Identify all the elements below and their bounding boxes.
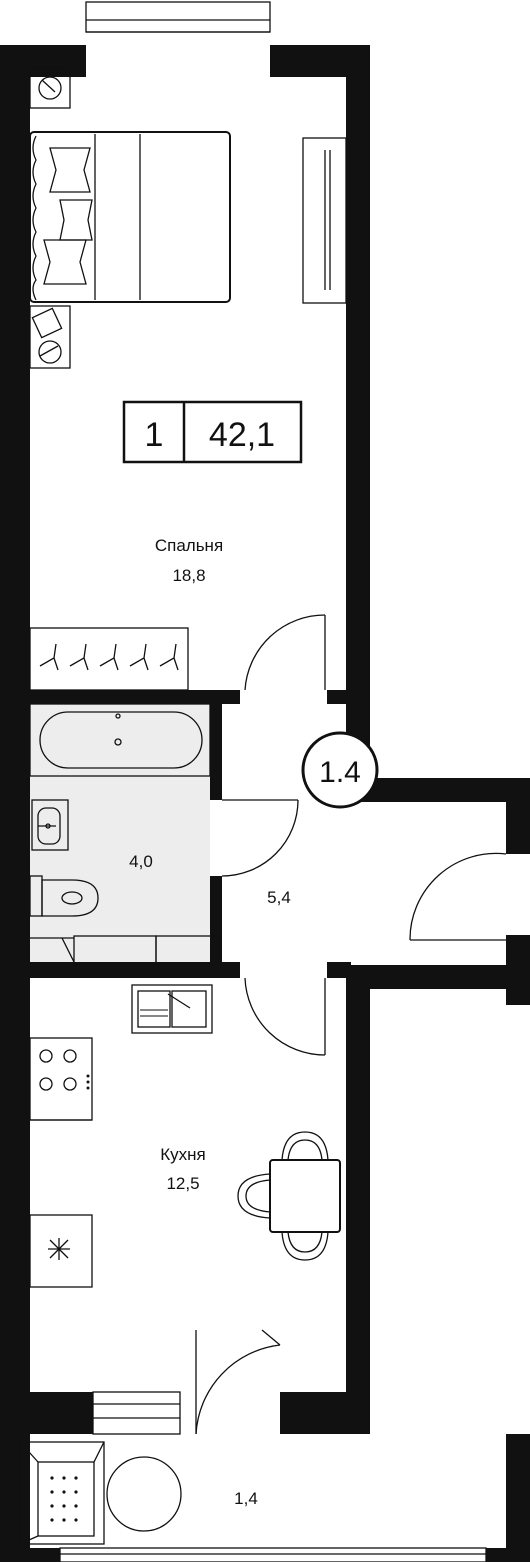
kitchen-name: Кухня [160,1145,206,1164]
apartment-code-badge: 1.4 [301,731,379,809]
kitchen-area: 12,5 [166,1174,199,1193]
balcony-area: 1,4 [234,1489,258,1508]
wardrobe-icon [29,627,189,691]
table-icon [269,1159,341,1233]
badge-code: 1.4 [319,756,361,789]
toilet-icon [41,879,99,917]
kitchen-sink-icon [131,984,213,1034]
total-area: 42,1 [209,416,275,454]
apartment-summary: 1 42,1 [122,400,303,464]
bedroom-furniture [29,67,347,691]
bathroom-area [29,703,211,962]
chair-icon [37,1461,95,1537]
bedroom-name: Спальня [155,536,223,555]
hall-cabinets [30,935,219,965]
room-labels: Спальня 18,8 4,0 5,4 Кухня 12,5 1,4 [129,536,291,1508]
stove-icon [39,1049,90,1091]
round-table-icon [106,1456,182,1532]
room-count: 1 [145,416,164,454]
windows [59,1,487,1562]
chair-icon [237,1131,329,1261]
kitchen-furniture [29,984,341,1288]
fridge-icon [48,1238,70,1260]
balcony-furniture [19,1441,182,1545]
doors [195,614,507,1435]
sink-icon [31,799,69,851]
bathtub-icon [39,711,203,769]
bathroom-area: 4,0 [129,852,153,871]
hall-area: 5,4 [267,888,291,907]
bedroom-area: 18,8 [172,566,205,585]
bed-icon [29,131,231,303]
